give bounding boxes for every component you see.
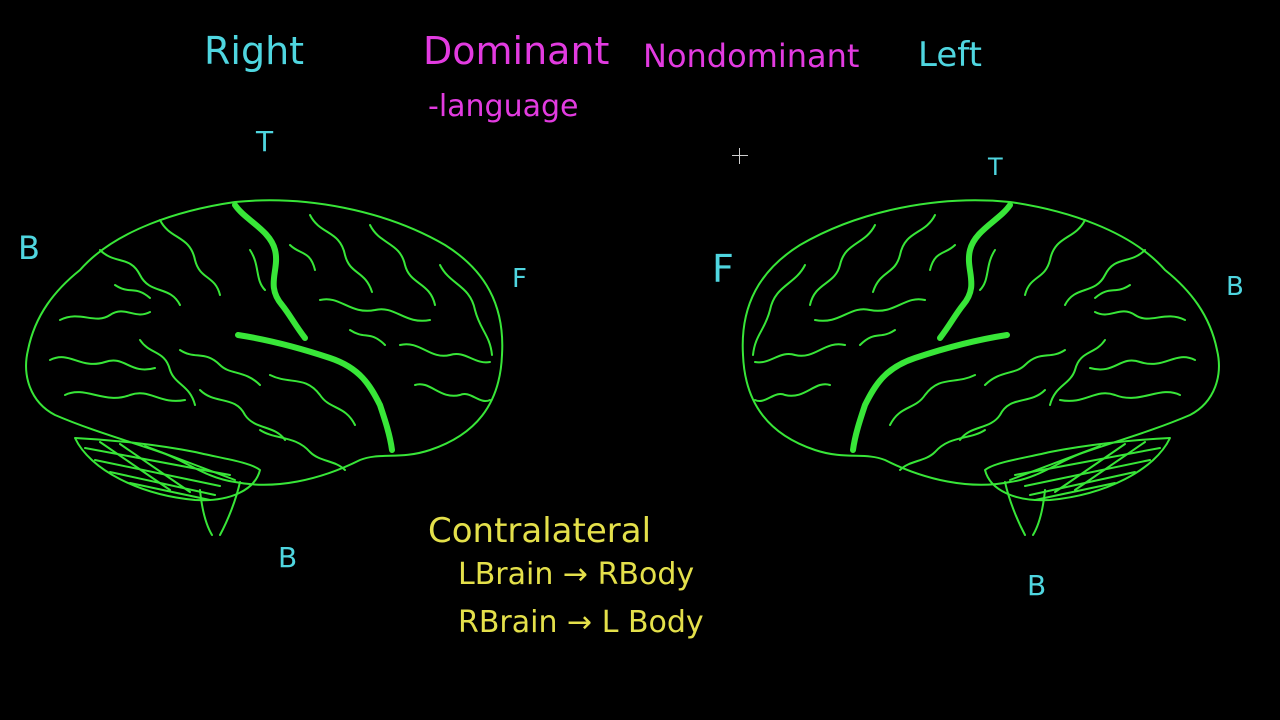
right-brain-top-letter: T	[988, 153, 1003, 181]
left-brain-front-letter: F	[512, 264, 527, 294]
crosshair-cursor-icon	[732, 148, 748, 164]
brain-drawing-right	[735, 190, 1225, 550]
brain-drawing-left	[20, 190, 510, 550]
label-right: Right	[204, 29, 305, 73]
right-brain-back-letter: B	[1226, 272, 1244, 302]
right-brain-bottom-letter: B	[1027, 569, 1047, 602]
brain-outline-right	[741, 199, 1220, 536]
label-nondominant: Nondominant	[643, 37, 860, 75]
label-language: -language	[428, 89, 579, 124]
right-brain-front-letter: F	[712, 247, 734, 291]
brain-outline-left	[25, 199, 504, 536]
note-lbrain-rbody: LBrain → RBody	[458, 557, 695, 592]
left-brain-back-letter: B	[18, 229, 40, 267]
note-contralateral: Contralateral	[428, 511, 652, 551]
left-brain-bottom-letter: B	[278, 541, 298, 574]
label-dominant: Dominant	[423, 29, 610, 73]
label-left: Left	[918, 35, 982, 75]
left-brain-top-letter: T	[256, 125, 274, 158]
note-rbrain-lbody: RBrain → L Body	[458, 605, 704, 640]
